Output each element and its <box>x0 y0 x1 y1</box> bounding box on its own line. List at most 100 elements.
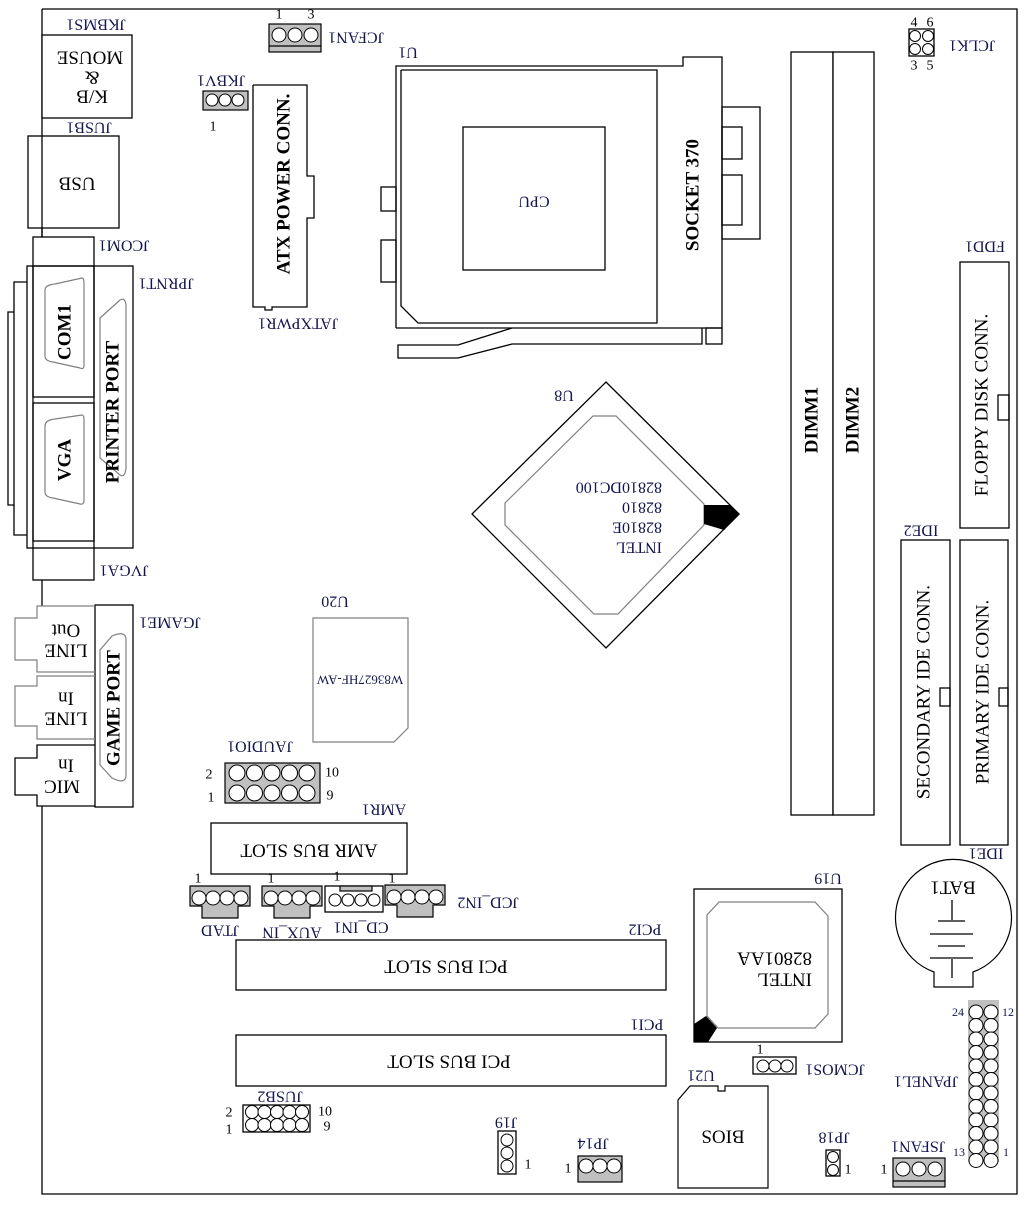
header-pin <box>400 889 416 905</box>
aux-in-label: AUX_IN <box>262 924 322 941</box>
pci-slot-text: PCI BUS SLOT <box>384 956 508 977</box>
pci-slot-text: PCI BUS SLOT <box>387 1051 511 1072</box>
pin-number: 10 <box>318 1105 332 1120</box>
header-pin <box>927 1161 943 1177</box>
header-pin <box>983 1153 999 1168</box>
pin-number: 1 <box>1003 1145 1009 1159</box>
atx-power-connector: ATX POWER CONN. <box>252 84 315 311</box>
jusb1-label: JUSB1 <box>66 119 111 136</box>
jcd-in2-label: JCD_IN2 <box>457 894 518 911</box>
jtad-label: JTAD <box>201 922 239 939</box>
battery: BAT1 <box>894 858 1013 988</box>
header-pin <box>281 764 298 782</box>
header-pin <box>606 1158 622 1174</box>
pin-number: 6 <box>927 16 934 31</box>
header-pin <box>295 1118 309 1132</box>
header-pin <box>282 1105 297 1119</box>
header-pin <box>328 893 342 907</box>
dimm1-text: DIMM1 <box>802 387 823 453</box>
pci1-slot <box>235 1034 667 1087</box>
header-pin <box>780 1059 794 1073</box>
header-pin <box>968 1018 984 1033</box>
usb-connector: USB <box>27 135 120 237</box>
header-pin <box>271 27 287 43</box>
pin-number: 1 <box>195 872 202 887</box>
header-pin <box>983 1139 999 1155</box>
pin-number: 2 <box>206 768 213 783</box>
pin-number: 2 <box>226 1106 233 1121</box>
pin-number: 1 <box>565 1162 572 1177</box>
jgame1-label: JGAME1 <box>139 614 200 631</box>
header-pin <box>218 93 232 107</box>
u8-chip-text: 82810DC100 <box>576 479 662 496</box>
pin-number: 1 <box>757 1043 764 1058</box>
pin-number: 1 <box>334 870 341 885</box>
header-pin <box>298 784 316 802</box>
pin-number: 1 <box>881 1163 888 1178</box>
mic-in-text: In <box>58 755 74 776</box>
header-pin <box>911 1161 927 1177</box>
jcom1-label: JCOM1 <box>99 237 150 254</box>
pin-number: 1 <box>276 8 283 23</box>
ide2-label: IDE2 <box>904 522 939 539</box>
header-pin <box>968 1045 984 1060</box>
header-pin <box>895 1161 911 1177</box>
u19-chip-text: 82801AA <box>737 948 812 969</box>
header-pin <box>756 1059 770 1073</box>
kb-mouse-text: & <box>84 67 99 88</box>
header-pin <box>295 1105 309 1119</box>
header-pin <box>922 43 934 55</box>
header-pin <box>983 1018 999 1033</box>
header-pin <box>257 1118 272 1132</box>
header-pin <box>968 1085 984 1101</box>
header-pin <box>282 1118 297 1132</box>
cpu-text: CPU <box>518 193 550 210</box>
header-pin <box>245 1105 259 1119</box>
primary-ide-connector <box>959 539 1009 846</box>
header-pin <box>968 1099 984 1114</box>
header-pin <box>968 1072 984 1087</box>
kb-mouse-connector: MOUSE & K/B <box>41 34 133 119</box>
pin-number: 1 <box>525 1158 532 1173</box>
bios-chip <box>677 1085 769 1189</box>
secondary-ide-text: SECONDARY IDE CONN. <box>914 585 935 799</box>
header-pin <box>500 1159 514 1173</box>
jcfan1-label: JCFAN1 <box>328 29 384 46</box>
header-pin <box>257 1105 272 1119</box>
u8-chip-text: INTEL <box>616 539 662 556</box>
pci2-label: PCI2 <box>629 921 662 938</box>
header-pin <box>228 764 246 782</box>
header-pin <box>270 1118 284 1132</box>
pin-number: 9 <box>324 1120 331 1135</box>
header-pin <box>263 784 281 802</box>
line-in-text: LINE <box>44 708 87 729</box>
jsfan1-label: JSFAN1 <box>891 1138 945 1155</box>
header-pin <box>305 890 321 906</box>
pin-number: 3 <box>308 8 315 23</box>
pin-number: 12 <box>1002 1005 1014 1019</box>
jaudio1-label: JAUDIO1 <box>227 738 293 755</box>
bat1-label: BAT1 <box>930 877 975 898</box>
header-pin <box>500 1133 514 1147</box>
header-pin <box>263 890 279 906</box>
header-pin <box>191 890 207 906</box>
u19-label: U19 <box>814 870 842 887</box>
header-pin <box>354 893 368 907</box>
north-bridge-chip: 82810DC100 82810 82810E INTEL <box>471 381 740 649</box>
header-pin <box>281 784 298 802</box>
bios-text: BIOS <box>701 1126 744 1147</box>
game-port-text: GAME PORT <box>104 650 125 766</box>
header-pin <box>277 890 293 906</box>
header-pin <box>983 1099 999 1114</box>
pin-number: 1 <box>210 120 217 135</box>
header-pin <box>341 893 355 907</box>
header-pin <box>968 1058 984 1074</box>
jusb2-label: JUSB2 <box>257 1088 302 1105</box>
header-pin <box>592 1158 608 1174</box>
header-pin <box>983 1085 999 1101</box>
kb-mouse-text: K/B <box>76 86 108 107</box>
header-pin <box>219 890 235 906</box>
cpu-area <box>462 126 606 271</box>
dimm2-slot <box>832 51 875 816</box>
header-pin <box>968 1126 984 1141</box>
